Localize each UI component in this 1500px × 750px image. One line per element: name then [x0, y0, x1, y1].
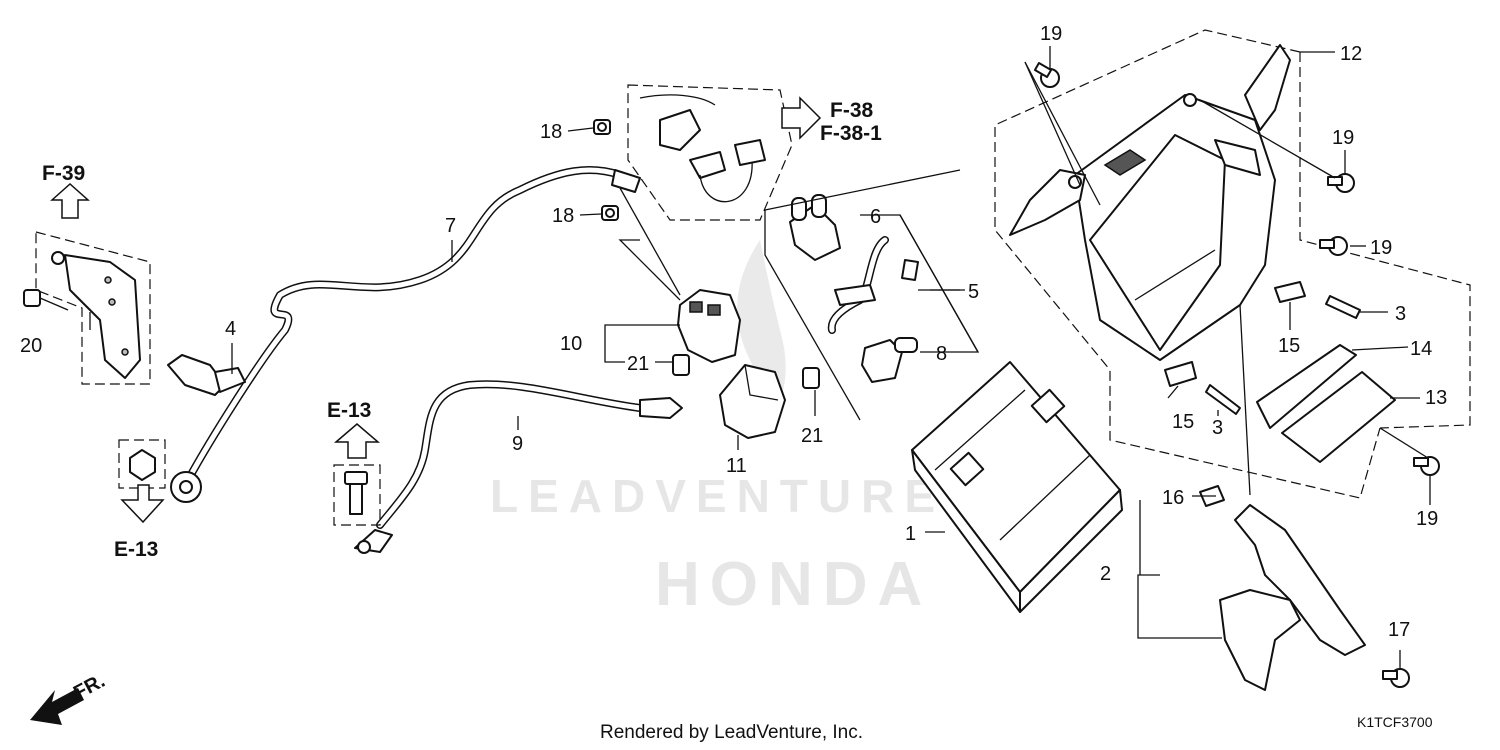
- callout-2: 2: [1100, 563, 1111, 585]
- ref-arrow-f39: [50, 182, 90, 219]
- bolt-19-bottom: [1413, 456, 1440, 476]
- leader-6-8: [860, 214, 980, 353]
- tray-assembly-outline: [994, 29, 1471, 499]
- callout-7: 7: [445, 215, 456, 237]
- bracket-stay: [1219, 304, 1366, 691]
- callout-1: 1: [905, 523, 916, 545]
- pads: [1164, 281, 1396, 463]
- watermark: LEADVENTURE HONDA: [490, 240, 945, 619]
- callout-19b: 19: [1332, 127, 1354, 149]
- diagram-code: K1TCF3700: [1357, 714, 1433, 730]
- leader-19a: [1024, 61, 1101, 206]
- bolt-19-top: [1033, 62, 1060, 88]
- leader-2: [1137, 574, 1222, 639]
- callout-20: 20: [20, 335, 42, 357]
- callouts: 1 2 3 3 4 5 6 7 8 9 10 11 12 13 14 15 15…: [20, 23, 1447, 641]
- ref-arrow-e13-left: [120, 484, 165, 524]
- callout-21b: 21: [801, 425, 823, 447]
- callout-12: 12: [1340, 43, 1362, 65]
- bolt-20: [23, 289, 69, 311]
- callout-15a: 15: [1278, 335, 1300, 357]
- callout-16: 16: [1162, 487, 1184, 509]
- callout-6: 6: [870, 206, 881, 228]
- nut-e13-left: [118, 439, 166, 489]
- callout-19a: 19: [1040, 23, 1062, 45]
- callout-19c: 19: [1370, 237, 1392, 259]
- ref-e13-mid: E-13: [327, 399, 371, 422]
- footer-rendered-by: Rendered by LeadVenture, Inc.: [600, 722, 863, 743]
- terminal-bracket-area: [35, 231, 246, 396]
- starter-relay-area: [627, 84, 793, 221]
- battery-case: [1009, 44, 1291, 361]
- fuse-21-right: [802, 367, 820, 389]
- fuse-21-left: [672, 354, 690, 376]
- cable-9: [354, 380, 683, 554]
- watermark-text: LEADVENTURE: [490, 470, 945, 522]
- callout-10: 10: [560, 333, 582, 355]
- callout-14: 14: [1410, 338, 1432, 360]
- callout-13: 13: [1425, 387, 1447, 409]
- ref-e13-left: E-13: [114, 538, 158, 561]
- cable-7: [170, 166, 641, 503]
- callout-8: 8: [936, 343, 947, 365]
- callout-19d: 19: [1416, 508, 1438, 530]
- callout-17: 17: [1388, 619, 1410, 641]
- leader-lines: [89, 46, 1431, 668]
- ref-f39: F-39: [42, 162, 85, 185]
- ref-f38-1: F-38-1: [820, 122, 882, 145]
- screw-18-top: [593, 119, 611, 135]
- bolt-e13-mid: [333, 464, 381, 526]
- bolt-17: [1382, 668, 1410, 688]
- relay-cover-11: [719, 364, 786, 439]
- bolt-19-mid: [1319, 236, 1348, 256]
- screw-18-bottom: [601, 205, 619, 221]
- callout-9: 9: [512, 433, 523, 455]
- separator-top: [764, 169, 961, 211]
- terminal-covers: [789, 194, 919, 383]
- callout-11: 11: [726, 455, 747, 477]
- callout-3b: 3: [1212, 417, 1223, 439]
- relay-10: [677, 289, 741, 363]
- leader-18-relay: [619, 187, 681, 296]
- ref-arrow-e13-mid: [333, 423, 381, 459]
- callout-18b: 18: [552, 205, 574, 227]
- front-arrow-icon: [30, 688, 84, 725]
- battery: [911, 361, 1123, 613]
- ref-arrow-f38: [781, 96, 822, 140]
- callout-3a: 3: [1395, 303, 1406, 325]
- callout-5: 5: [968, 281, 979, 303]
- callout-4: 4: [225, 318, 236, 340]
- ref-f38: F-38: [830, 99, 874, 122]
- callout-15b: 15: [1172, 411, 1194, 433]
- callout-18a: 18: [540, 121, 562, 143]
- callout-21a: 21: [627, 353, 649, 375]
- watermark-brand: HONDA: [655, 550, 932, 619]
- reference-labels: F-39 F-38 F-38-1 E-13 E-13: [42, 99, 882, 561]
